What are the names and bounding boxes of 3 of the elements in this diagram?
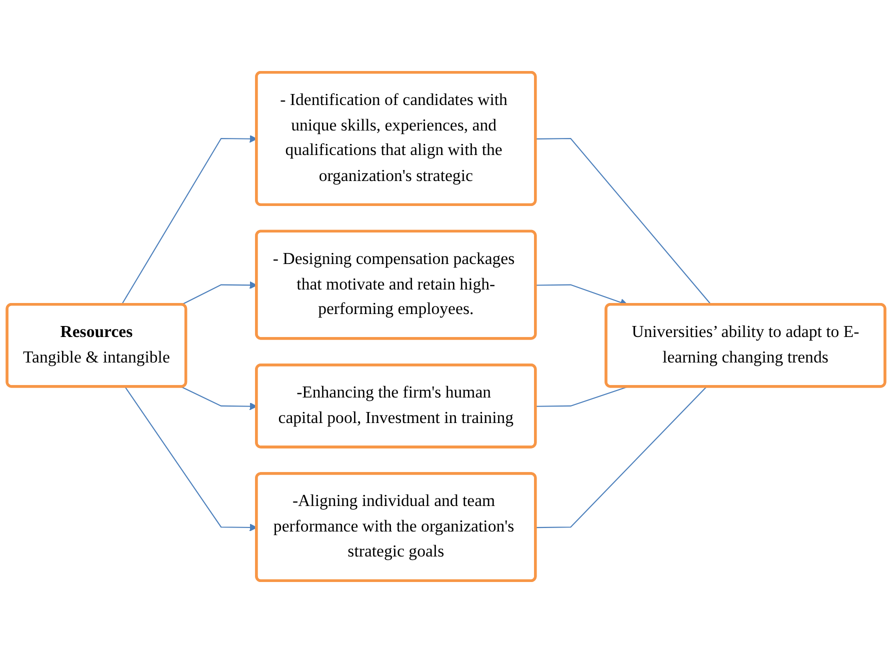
connector <box>536 138 712 306</box>
connector <box>536 386 628 407</box>
connector <box>536 386 707 528</box>
